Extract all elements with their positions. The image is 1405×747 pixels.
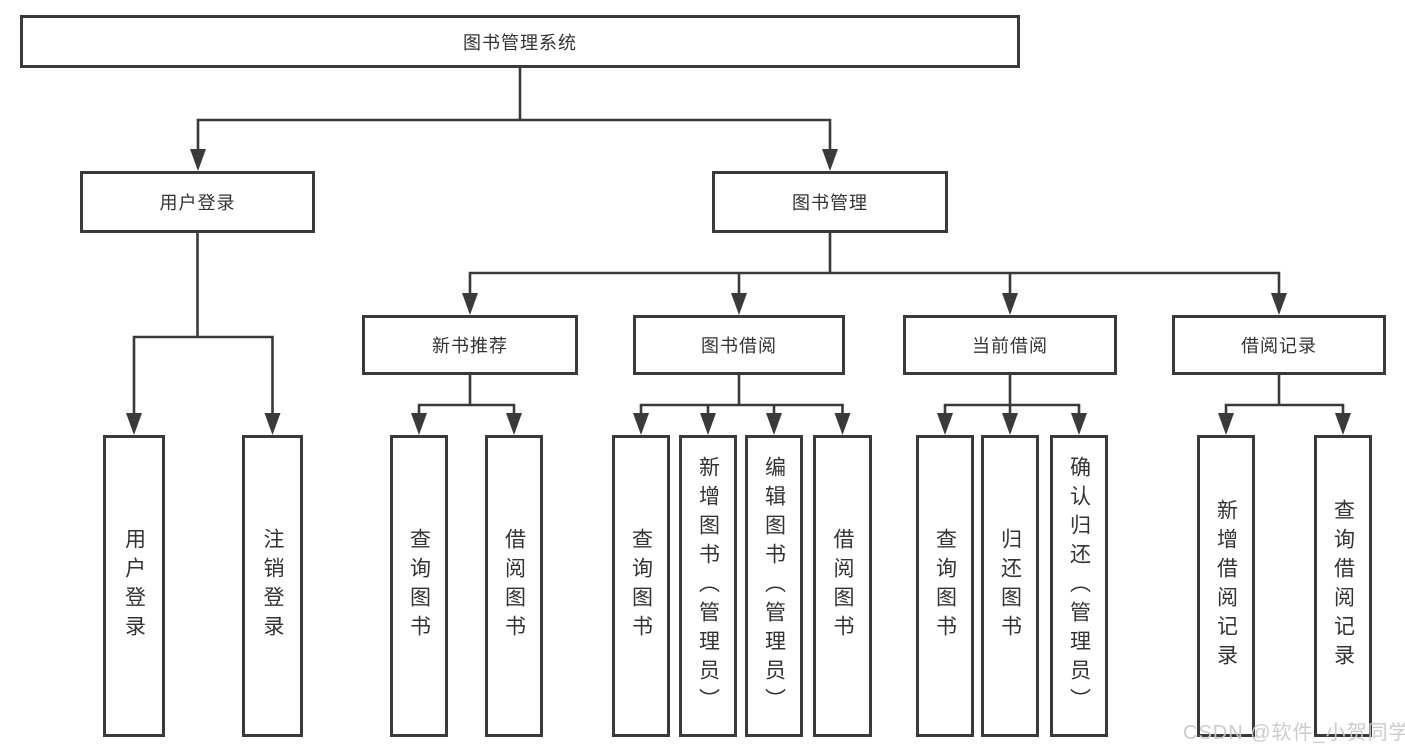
node-book-management-system: 图书管理系统 bbox=[20, 15, 1020, 68]
arrowhead-icons bbox=[126, 149, 1351, 435]
leaf-query-books-2: 查询图书 bbox=[612, 435, 670, 737]
node-user-login: 用户登录 bbox=[80, 171, 315, 233]
node-current-borrowing: 当前借阅 bbox=[903, 315, 1117, 375]
connector-paths bbox=[132, 68, 1345, 414]
arrowhead-icon bbox=[766, 413, 782, 435]
arrowhead-icon bbox=[190, 149, 206, 171]
leaf-user-login: 用户登录 bbox=[103, 435, 165, 737]
arrowhead-icon bbox=[126, 413, 142, 435]
leaf-edit-book-admin: 编辑图书（管理员） bbox=[745, 435, 803, 737]
node-borrow-records: 借阅记录 bbox=[1172, 315, 1386, 375]
leaf-logout: 注销登录 bbox=[242, 435, 303, 737]
arrowhead-icon bbox=[411, 413, 427, 435]
csdn-watermark: CSDN @软件_小贺同学 bbox=[1183, 722, 1405, 744]
arrowhead-icon bbox=[1002, 413, 1018, 435]
arrowhead-icon bbox=[700, 413, 716, 435]
arrowhead-icon bbox=[506, 413, 522, 435]
node-new-book-recommend: 新书推荐 bbox=[362, 315, 578, 375]
arrowhead-icon bbox=[822, 149, 838, 171]
node-book-borrowing: 图书借阅 bbox=[633, 315, 845, 375]
arrowhead-icon bbox=[264, 413, 281, 435]
leaf-query-books-3: 查询图书 bbox=[916, 435, 974, 737]
arrowhead-icon bbox=[633, 413, 649, 435]
arrowhead-icon bbox=[1271, 293, 1287, 315]
node-book-management: 图书管理 bbox=[712, 171, 948, 233]
arrowhead-icon bbox=[937, 413, 953, 435]
leaf-confirm-return-admin: 确认归还（管理员） bbox=[1050, 435, 1108, 737]
arrowhead-icon bbox=[1218, 413, 1234, 435]
leaf-borrow-books-1: 借阅图书 bbox=[485, 435, 543, 737]
leaf-borrow-books-2: 借阅图书 bbox=[813, 435, 872, 737]
arrowhead-icon bbox=[1335, 413, 1351, 435]
arrowhead-icon bbox=[834, 413, 851, 435]
arrowhead-icon bbox=[1071, 413, 1087, 435]
leaf-query-borrow-record: 查询借阅记录 bbox=[1314, 435, 1372, 737]
leaf-return-book: 归还图书 bbox=[981, 435, 1039, 737]
leaf-add-book-admin: 新增图书（管理员） bbox=[679, 435, 737, 737]
arrowhead-icon bbox=[731, 293, 747, 315]
arrowhead-icon bbox=[462, 293, 478, 315]
leaf-query-books-1: 查询图书 bbox=[390, 435, 448, 737]
leaf-add-borrow-record: 新增借阅记录 bbox=[1197, 435, 1255, 737]
arrowhead-icon bbox=[1002, 293, 1018, 315]
